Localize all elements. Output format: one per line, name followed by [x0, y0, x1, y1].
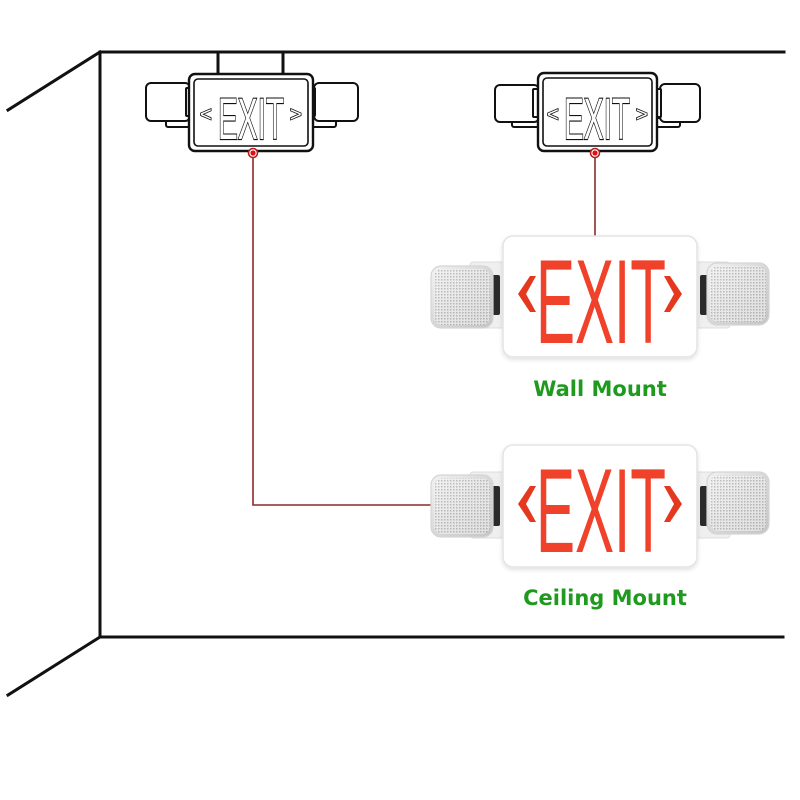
wall-mount-caption: Wall Mount [533, 377, 667, 401]
wall-mount-sign: EXIT Wall Mount [430, 235, 770, 401]
exit-legend: EXIT [564, 87, 630, 152]
lamp-head-left-icon [494, 84, 543, 128]
lamp-head-left-icon [430, 261, 511, 329]
sign-housing [502, 444, 698, 568]
ceiling-mount-sign: EXIT Ceiling Mount [430, 444, 770, 610]
exit-legend: EXIT [218, 87, 284, 152]
ceiling-mount-caption: Ceiling Mount [523, 586, 687, 610]
lamp-head-right-icon [689, 261, 770, 329]
outline-sign-wall: < > EXIT [494, 71, 701, 159]
chevron-left-icon [518, 276, 536, 312]
lamp-head-left-icon [430, 471, 511, 539]
exit-legend: EXIT [536, 235, 666, 369]
sign-housing [502, 235, 698, 358]
lamp-head-right-icon [689, 471, 770, 539]
chevron-right-icon: > [636, 104, 648, 126]
chevron-left-icon: < [200, 104, 212, 126]
exit-legend: EXIT [536, 444, 666, 578]
ceiling-connector [252, 158, 432, 506]
chevron-left-icon [518, 486, 536, 522]
ceiling-side-line [5, 49, 103, 113]
connector-lines [252, 158, 596, 506]
chevron-right-icon [664, 486, 682, 522]
chevron-right-icon: > [290, 104, 302, 126]
outline-sign-ceiling: < > EXIT [145, 52, 359, 159]
chevron-left-icon: < [547, 104, 559, 126]
floor-side-line [5, 634, 103, 698]
room-outline [5, 49, 786, 698]
chevron-right-icon [664, 276, 682, 312]
